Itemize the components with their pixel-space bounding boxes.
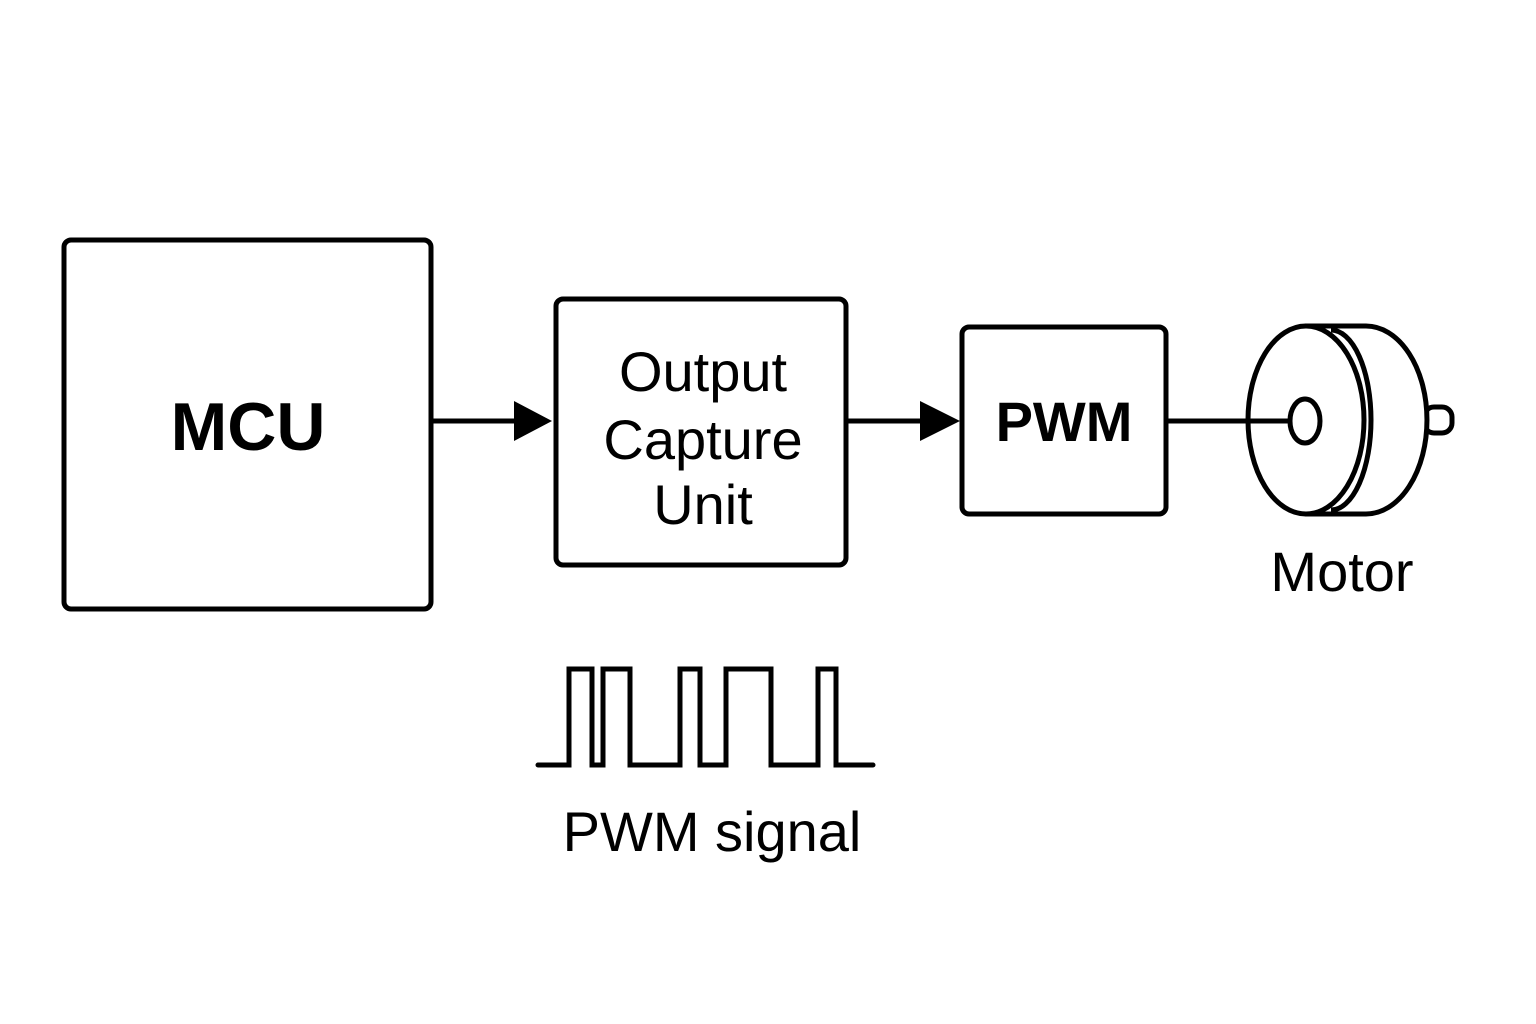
arrow-ocu-to-pwm	[845, 401, 960, 441]
pwm-label: PWM	[996, 390, 1133, 453]
motor-hub	[1287, 396, 1323, 446]
output-capture-unit-line-1: Output	[619, 340, 788, 403]
output-capture-unit-box	[553, 296, 849, 568]
pwm-signal-label: PWM signal	[563, 800, 862, 863]
output-capture-unit-block: Output Capture Unit	[553, 296, 849, 568]
motor-rim	[1330, 327, 1374, 513]
motor-icon	[1245, 323, 1455, 517]
output-capture-unit-line-2: Capture	[603, 408, 802, 471]
pwm-block: PWM	[959, 324, 1169, 517]
pwm-signal-waveform	[535, 666, 876, 768]
output-capture-unit-line-3: Unit	[653, 473, 753, 536]
arrow-ocu-to-pwm-head	[920, 401, 960, 441]
mcu-label: MCU	[171, 389, 326, 465]
arrow-mcu-to-ocu-head	[514, 401, 552, 441]
arrow-mcu-to-ocu	[430, 401, 552, 441]
mcu-block: MCU	[61, 237, 434, 612]
mcu-box	[61, 237, 434, 612]
motor-label: Motor	[1270, 540, 1413, 603]
